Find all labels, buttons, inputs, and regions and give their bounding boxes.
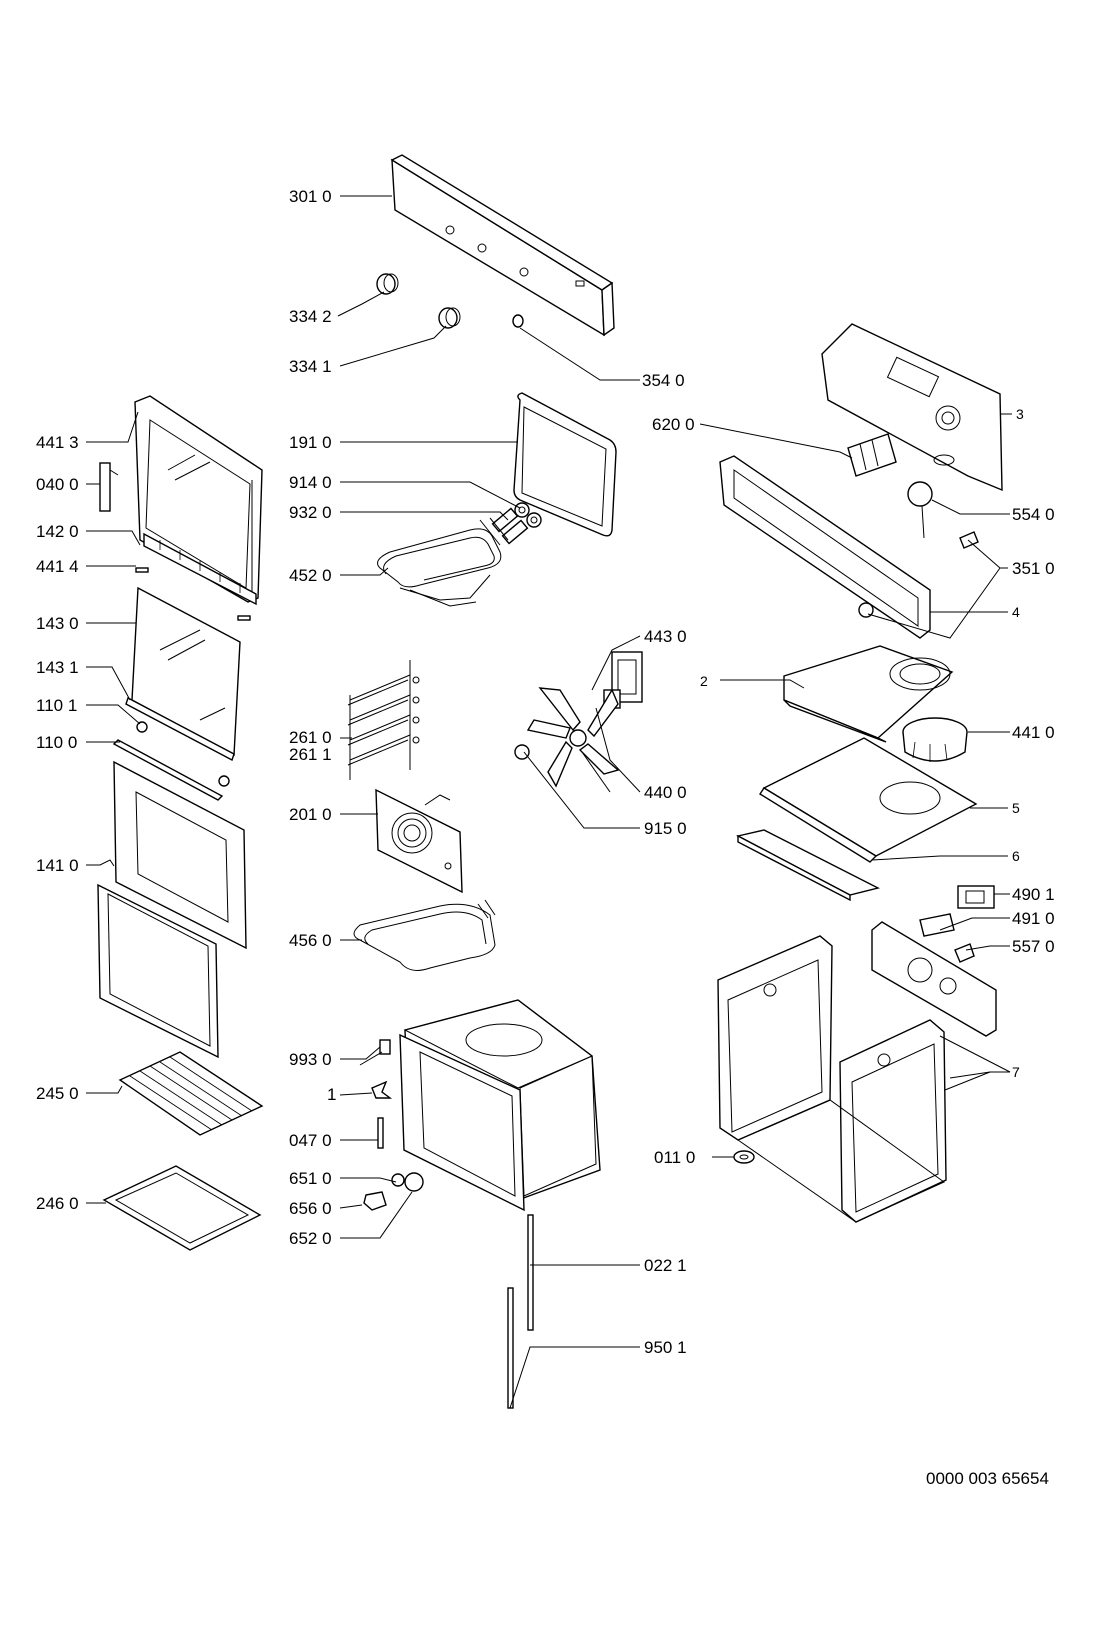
label-022-1: 022 1 [644,1256,687,1275]
baking-tray-part [102,1165,262,1251]
outer-casing-part [717,935,947,1223]
label-620-0: 620 0 [652,415,695,434]
label-110-0: 110 0 [36,733,77,752]
label-142-0: 142 0 [36,522,79,541]
label-143-0: 143 0 [36,614,79,633]
label-334-1: 334 1 [289,357,332,376]
door-gasket-part [513,392,617,537]
fan-shield-part [783,645,954,743]
label-5: 5 [1012,800,1020,816]
knob-part [376,273,524,329]
label-201-0: 201 0 [289,805,332,824]
label-993-0: 993 0 [289,1050,332,1069]
label-651-0: 651 0 [289,1169,332,1188]
label-441-4: 441 4 [36,557,79,576]
label-354-0: 354 0 [642,371,685,390]
label-246-0: 246 0 [36,1194,79,1213]
label-7: 7 [1012,1064,1020,1080]
label-245-0: 245 0 [36,1084,79,1103]
label-351-0: 351 0 [1012,559,1055,578]
label-914-0: 914 0 [289,473,332,492]
label-040-0: 040 0 [36,475,79,494]
label-490-1: 490 1 [1012,885,1055,904]
fan-wheel-part [902,717,968,762]
nut-part [491,502,542,545]
side-strip-part [507,1214,534,1409]
shelf-support-part [347,660,420,780]
label-2: 2 [700,673,708,689]
outer-door-part [97,760,247,1059]
bottom-plate-part [736,829,880,902]
terminal-block-part [847,433,897,477]
fan-blade-part [514,687,620,788]
insulation-part [759,737,978,863]
label-452-0: 452 0 [289,566,332,585]
thermostat-part [907,481,933,539]
label-011-0: 011 0 [654,1148,695,1167]
switch-part [919,885,995,963]
small-fittings-part [359,1039,424,1211]
label-441-3: 441 3 [36,433,79,452]
fan-cover-part [375,788,463,894]
label-950-1: 950 1 [644,1338,687,1357]
label-261-0: 261 0 [289,728,332,747]
label-441-0: 441 0 [1012,723,1055,742]
door-frame-part [99,395,263,603]
top-plate-part [821,323,1003,492]
label-932-0: 932 0 [289,503,332,522]
label-4: 4 [1012,604,1020,620]
label-3: 3 [1016,406,1024,422]
label-191-0: 191 0 [289,433,332,452]
label-456-0: 456 0 [289,931,332,950]
label-261-1: 261 1 [289,745,332,764]
label-301-0: 301 0 [289,187,332,206]
label-1: 1 [327,1085,336,1104]
rear-panel-part [719,455,979,639]
leader-lines [86,195,1012,1409]
label-652-0: 652 0 [289,1229,332,1248]
label-6: 6 [1012,848,1020,864]
label-557-0: 557 0 [1012,937,1055,956]
label-440-0: 440 0 [644,783,687,802]
label-656-0: 656 0 [289,1199,332,1218]
label-047-0: 047 0 [289,1131,332,1150]
glass-profile-part [112,696,235,801]
wire-rack-part [118,1051,264,1136]
control-panel-part [390,154,615,337]
label-443-0: 443 0 [644,627,687,646]
label-143-1: 143 1 [36,658,79,677]
part-labels: 301 0 334 2 334 1 354 0 191 0 914 0 932 … [36,187,1055,1488]
grill-element-part [377,517,509,607]
control-support-part [871,921,997,1037]
label-334-2: 334 2 [289,307,332,326]
label-915-0: 915 0 [644,819,687,838]
label-491-0: 491 0 [1012,909,1055,928]
label-141-0: 141 0 [36,856,79,875]
label-554-0: 554 0 [1012,505,1055,524]
label-110-1: 110 1 [36,696,77,715]
bottom-element-part [353,899,496,971]
vent-strip-part [135,532,257,621]
document-number: 0000 003 65654 [926,1469,1049,1488]
foot-part [733,1150,755,1164]
oven-cavity-part [399,999,601,1212]
